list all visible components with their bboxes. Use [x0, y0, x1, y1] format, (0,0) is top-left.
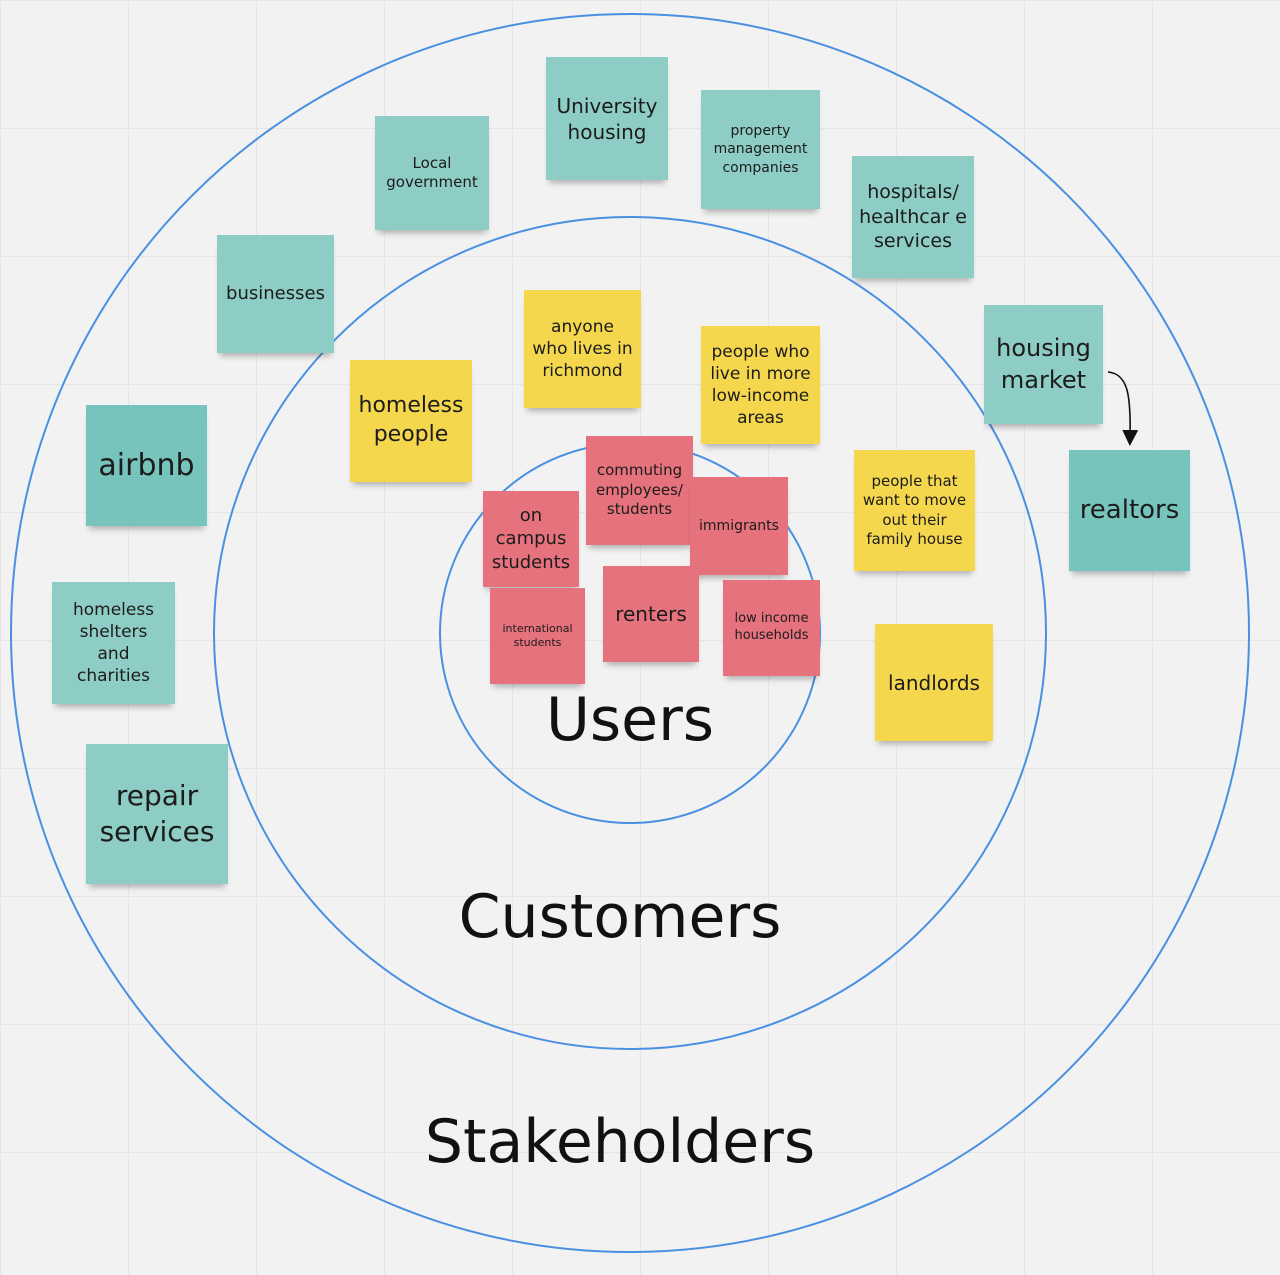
connector-arrow — [1107, 371, 1139, 446]
note-text: repair services — [99, 778, 215, 848]
sticky-note-hospitals[interactable]: hospitals/ healthcar e services — [852, 156, 974, 278]
sticky-note-low-income-households[interactable]: low income households — [723, 580, 820, 676]
note-text: people who live in more low-income areas — [710, 341, 811, 429]
note-text: renters — [615, 602, 687, 626]
note-text: airbnb — [98, 448, 195, 483]
note-text: landlords — [888, 670, 980, 695]
sticky-note-homeless-shelters[interactable]: homeless shelters and charities — [52, 582, 175, 704]
note-text: realtors — [1079, 494, 1180, 525]
sticky-note-landlords[interactable]: landlords — [875, 624, 993, 741]
users-label: Users — [545, 685, 715, 755]
note-text: hospitals/ healthcar e services — [859, 180, 967, 253]
sticky-note-renters[interactable]: renters — [603, 566, 699, 662]
note-text: people that want to move out their famil… — [862, 471, 967, 549]
customers-label: Customers — [458, 882, 782, 952]
note-text: University housing — [556, 93, 658, 144]
note-text: international students — [502, 621, 573, 649]
sticky-note-anyone-richmond[interactable]: anyone who lives in richmond — [524, 290, 641, 408]
sticky-note-university-housing[interactable]: University housing — [546, 57, 668, 180]
note-text: anyone who lives in richmond — [532, 316, 633, 382]
stakeholders-ring — [10, 13, 1250, 1253]
sticky-note-airbnb[interactable]: airbnb — [86, 405, 207, 526]
note-text: low income households — [734, 611, 809, 643]
note-text: commuting employees/ students — [596, 461, 683, 519]
sticky-note-international[interactable]: international students — [490, 588, 585, 684]
stakeholders-label: Stakeholders — [424, 1107, 816, 1177]
sticky-note-homeless-people[interactable]: homeless people — [350, 360, 472, 482]
sticky-note-commuting[interactable]: commuting employees/ students — [586, 436, 693, 545]
sticky-note-immigrants[interactable]: immigrants — [690, 477, 788, 575]
note-text: property management companies — [713, 123, 808, 176]
sticky-note-low-income-areas[interactable]: people who live in more low-income areas — [701, 326, 820, 444]
sticky-note-move-out[interactable]: people that want to move out their famil… — [854, 450, 975, 571]
note-text: Local government — [386, 153, 478, 192]
note-text: businesses — [226, 283, 325, 305]
note-text: housing market — [996, 334, 1091, 394]
sticky-note-housing-market[interactable]: housing market — [984, 305, 1103, 424]
sticky-note-local-government[interactable]: Local government — [375, 116, 489, 230]
sticky-note-realtors[interactable]: realtors — [1069, 450, 1190, 571]
note-text: on campus students — [491, 504, 571, 573]
customers-ring — [213, 216, 1047, 1050]
sticky-note-repair-services[interactable]: repair services — [86, 744, 228, 884]
sticky-note-property-management[interactable]: property management companies — [701, 90, 820, 209]
note-text: homeless shelters and charities — [72, 599, 155, 687]
note-text: immigrants — [699, 517, 779, 534]
sticky-note-on-campus[interactable]: on campus students — [483, 491, 579, 587]
sticky-note-businesses[interactable]: businesses — [217, 235, 334, 353]
note-text: homeless people — [358, 393, 464, 447]
